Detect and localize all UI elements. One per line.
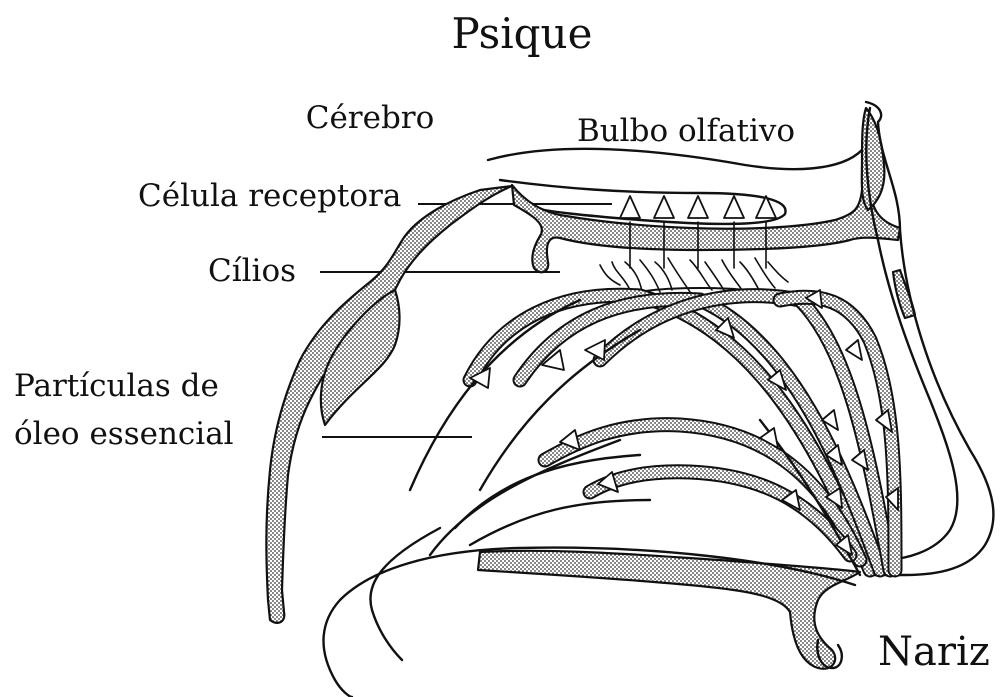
skull-tissue-left xyxy=(266,186,512,623)
olfactory-bulb-label: Bulbo olfativo xyxy=(577,113,795,149)
particles-label-line1: Partículas de xyxy=(14,368,219,404)
receptor-cell-label: Célula receptora xyxy=(138,178,401,214)
nose-label: Nariz xyxy=(878,629,990,675)
nose-bridge-tissue xyxy=(862,108,885,210)
cribriform-plate xyxy=(512,185,900,272)
cilia-label: Cílios xyxy=(208,253,296,289)
particles-label-line2: óleo essencial xyxy=(14,416,234,452)
title: Psique xyxy=(452,9,593,58)
flow-lines xyxy=(410,300,860,575)
airflow-bands xyxy=(470,295,895,570)
palate-tissue xyxy=(478,551,860,669)
brain-label: Cérebro xyxy=(306,100,435,136)
jaw-outline-inner xyxy=(370,528,440,660)
